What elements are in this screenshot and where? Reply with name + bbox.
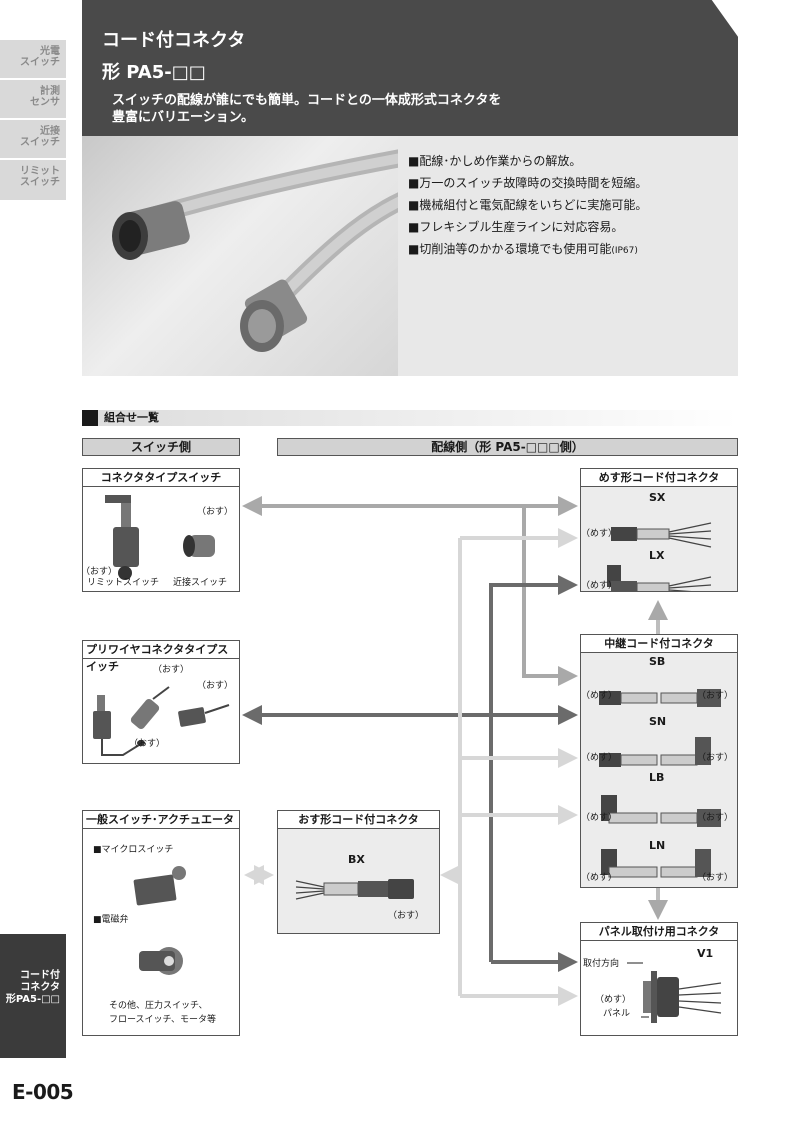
page-title: コード付コネクタ (102, 30, 246, 51)
relay-cord-icons (599, 689, 721, 878)
tagline: スイッチの配線が誰にでも簡単。コードとの一体成形式コネクタを 豊富にバリエーショ… (112, 92, 501, 126)
side-tab-label: スイッチ (20, 137, 60, 148)
female-label: （めす） (581, 581, 618, 591)
side-tab-label: 光電 (40, 46, 60, 57)
side-tab-proximity[interactable]: 近接 スイッチ (0, 120, 66, 160)
male-label: （おす） (153, 665, 190, 675)
feature-item: ■切削油等のかかる環境でも使用可能(IP67) (408, 238, 647, 262)
solenoid-label: ■電磁弁 (93, 915, 129, 925)
micro-switch-label: ■マイクロスイッチ (93, 845, 174, 855)
others-label: その他、圧力スイッチ、 (109, 1001, 208, 1011)
box-male-cord-connector: おす形コード付コネクタ BX （おす） (277, 810, 440, 934)
male-label: （おす） (197, 507, 234, 517)
female-label: （めす） (581, 753, 618, 763)
side-tab-label: 計測 (40, 86, 60, 97)
side-tab-label: 形PA5-□□ (5, 994, 60, 1005)
feature-item: ■万一のスイッチ故障時の交換時間を短縮。 (408, 176, 648, 190)
female-label: （めす） (581, 813, 618, 823)
arrow-branch-to-lx (489, 575, 578, 962)
male-label: （おす） (197, 681, 234, 691)
box-title: パネル取付け用コネクタ (581, 923, 737, 941)
feature-item: ■配線･かしめ作業からの解放。 (408, 154, 582, 168)
male-label: （おす） (129, 739, 166, 749)
tagline-line: 豊富にバリエーション。 (112, 110, 254, 125)
page-header: コード付コネクタ 形 PA5-□□ スイッチの配線が誰にでも簡単。コードとの一体… (82, 0, 738, 136)
general-switch-icons (133, 866, 186, 975)
male-label: （おす） (697, 753, 734, 763)
limit-switch-label: リミットスイッチ (87, 578, 160, 588)
box-title: プリワイヤコネクタタイプスイッチ (83, 641, 239, 673)
female-label: （めす） (581, 873, 618, 883)
male-label: （おす） (388, 911, 425, 921)
side-tab-label: コード付 (20, 970, 60, 981)
limit-switch-icon (105, 495, 215, 580)
box-general-switch-actuator: 一般スイッチ･アクチュエータ ■マイクロスイッチ ■電磁弁 その他、圧力スイッチ… (82, 810, 240, 1036)
feature-list: ■配線･かしめ作業からの解放。 ■万一のスイッチ故障時の交換時間を短縮。 ■機械… (408, 150, 647, 262)
model-code-v1: V1 (697, 947, 714, 960)
box-prewire-connector-switch: プリワイヤコネクタタイプスイッチ （おす） （おす） （おす） (82, 640, 240, 764)
feature-item: ■機械組付と電気配線をいちどに実施可能。 (408, 198, 648, 212)
side-tab-label: センサ (30, 97, 60, 108)
prox-switch-label: 近接スイッチ (173, 578, 228, 588)
model-code-bx: BX (348, 853, 365, 866)
panel-label: パネル (603, 1009, 631, 1019)
section-title: 組合せ一覧 (82, 410, 738, 426)
bx-connector-icon (295, 879, 414, 900)
male-label: （おす） (697, 691, 734, 701)
connector-photo-illustration (112, 149, 398, 352)
model-number: 形 PA5-□□ (102, 62, 206, 83)
side-tab-label: コネクタ (20, 982, 60, 993)
box-title: コネクタタイプスイッチ (83, 469, 239, 487)
box-female-cord-connector: めす形コード付コネクタ SX LX （めす） （めす） (580, 468, 738, 594)
column-header-wiring: 配線側（形 PA5-□□□側） (277, 438, 738, 456)
tagline-line: スイッチの配線が誰にでも簡単。コードとの一体成形式コネクタを (112, 93, 502, 108)
section-marker-icon (82, 410, 98, 426)
side-tab-measurement[interactable]: 計測 センサ (0, 80, 66, 120)
side-tab-label: 近接 (40, 126, 60, 137)
female-cord-icons (607, 522, 712, 594)
box-relay-cord-connector: 中継コード付コネクタ SB （めす） （おす） SN （めす） （おす） LB … (580, 634, 738, 888)
others-label: フロースイッチ、モータ等 (109, 1015, 217, 1025)
box-title: 一般スイッチ･アクチュエータ (83, 811, 239, 829)
side-tab-label: スイッチ (20, 57, 60, 68)
female-label: （めす） (581, 691, 618, 701)
model-code-ln: LN (649, 839, 666, 852)
arrow-branch-to-relay (522, 506, 578, 686)
box-title: 中継コード付コネクタ (581, 635, 737, 653)
mount-direction-label: 取付方向 (583, 959, 620, 969)
column-header-switch: スイッチ側 (82, 438, 240, 456)
box-title: おす形コード付コネクタ (278, 811, 439, 829)
panel-connector-icon (627, 962, 722, 1023)
section-title-text: 組合せ一覧 (104, 411, 159, 424)
male-label: （おす） (81, 567, 118, 577)
model-code-sn: SN (649, 715, 667, 728)
side-tab-limit[interactable]: リミット スイッチ (0, 160, 66, 202)
male-label: （おす） (697, 813, 734, 823)
box-connector-type-switch: コネクタタイプスイッチ （おす） （おす） リミットスイッチ 近接スイッチ (81, 468, 240, 592)
female-label: （めす） (581, 529, 618, 539)
features-panel (398, 136, 738, 376)
box-panel-mount-connector: パネル取付け用コネクタ V1 取付方向 （めす） パネル (580, 922, 738, 1036)
model-code-sx: SX (649, 491, 666, 504)
model-code-lb: LB (649, 771, 665, 784)
male-label: （おす） (697, 873, 734, 883)
feature-item: ■フレキシブル生産ラインに対応容易。 (408, 220, 624, 234)
side-tab-photoelectric[interactable]: 光電 スイッチ (0, 40, 66, 80)
ip-rating: (IP67) (611, 246, 638, 256)
prewire-switch-icon (93, 686, 230, 756)
product-photo (82, 136, 398, 376)
page-number: E-005 (12, 1080, 74, 1104)
box-title: めす形コード付コネクタ (581, 469, 737, 487)
side-tab-label: スイッチ (20, 177, 60, 188)
side-tab-cord-connector[interactable]: コード付 コネクタ 形PA5-□□ (0, 934, 66, 1058)
female-label: （めす） (595, 995, 632, 1005)
model-code-sb: SB (649, 655, 666, 668)
side-tab-label: リミット (20, 166, 60, 177)
model-code-lx: LX (649, 549, 665, 562)
feature-text: ■切削油等のかかる環境でも使用可能 (408, 242, 612, 256)
